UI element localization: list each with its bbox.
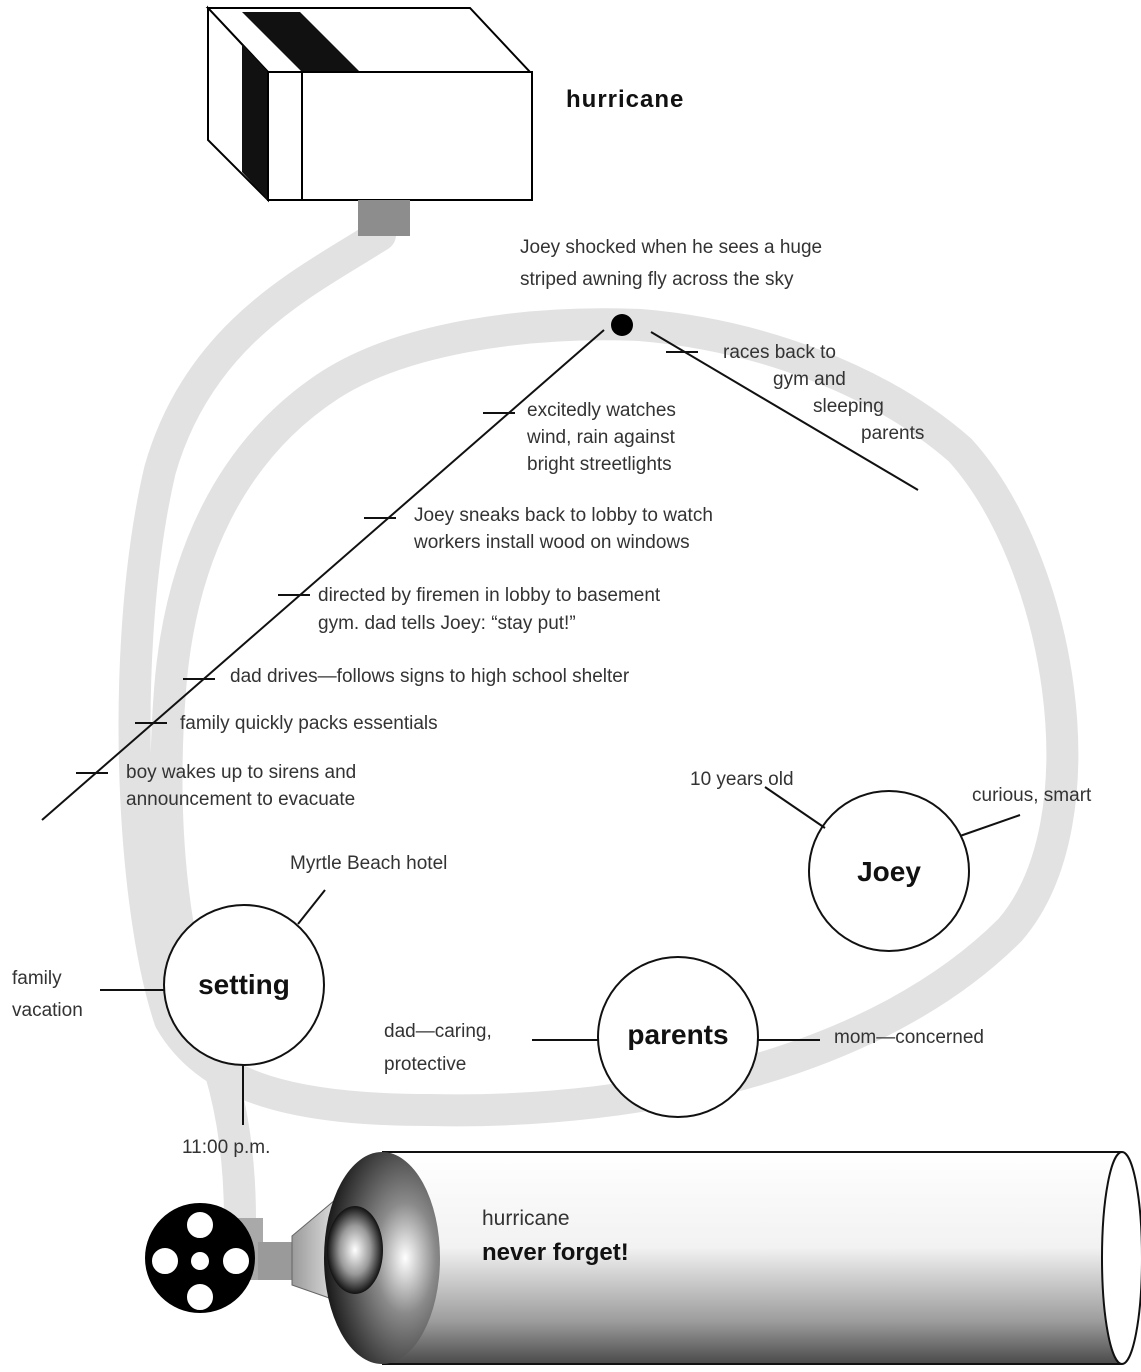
setting-time: 11:00 p.m. [182,1137,271,1158]
event-4-line-1: directed by firemen in lobby to basement [318,585,661,606]
falling-action-line [650,331,919,491]
ending-topic: hurricane [482,1207,570,1230]
setting-occasion-line-1: family [12,968,62,989]
climax-dot [611,314,633,336]
event-1-line-2: announcement to evacuate [126,789,356,810]
parents-dad-line-1: dad—caring, [384,1021,492,1042]
joey-trait-personality: curious, smart [972,785,1092,806]
hose-loop [118,219,1079,1236]
ending-resolution: never forget! [482,1239,629,1266]
falling-line-3: sleeping [813,396,884,417]
parents-dad-line-2: protective [384,1054,467,1075]
climax-line-2: striped awning fly across the sky [520,269,794,290]
rising-action-line [41,329,605,821]
event-5-line-1: Joey sneaks back to lobby to watch [414,505,713,526]
title: hurricane [566,86,685,113]
rising-ticks [76,412,515,774]
event-1-line-1: boy wakes up to sirens and [126,762,357,783]
setting-occasion-line-2: vacation [12,1000,83,1021]
event-6-line-1: excitedly watches [527,400,676,421]
parents-circle [597,956,759,1118]
event-4-line-2: gym. dad tells Joey: “stay put!” [318,613,576,634]
hurricane-box [205,5,533,236]
climax-line-1: Joey shocked when he sees a huge [520,237,823,258]
parents-mom: mom—concerned [834,1027,984,1048]
setting-place: Myrtle Beach hotel [290,853,448,874]
joey-circle [808,790,970,952]
parents-label: parents [627,1019,729,1050]
event-2-line-1: family quickly packs essentials [180,713,438,734]
falling-line-4: parents [861,423,925,444]
event-5-line-2: workers install wood on windows [414,532,690,553]
event-6-line-3: bright streetlights [527,454,672,475]
falling-line-1: races back to [723,342,836,363]
joey-trait-age: 10 years old [690,769,794,790]
event-6-line-2: wind, rain against [527,427,675,448]
event-3-line-1: dad drives—follows signs to high school … [230,666,630,687]
setting-label: setting [198,969,290,1000]
cannon [145,1151,1141,1365]
joey-label: Joey [857,856,921,887]
falling-line-2: gym and [773,369,846,390]
